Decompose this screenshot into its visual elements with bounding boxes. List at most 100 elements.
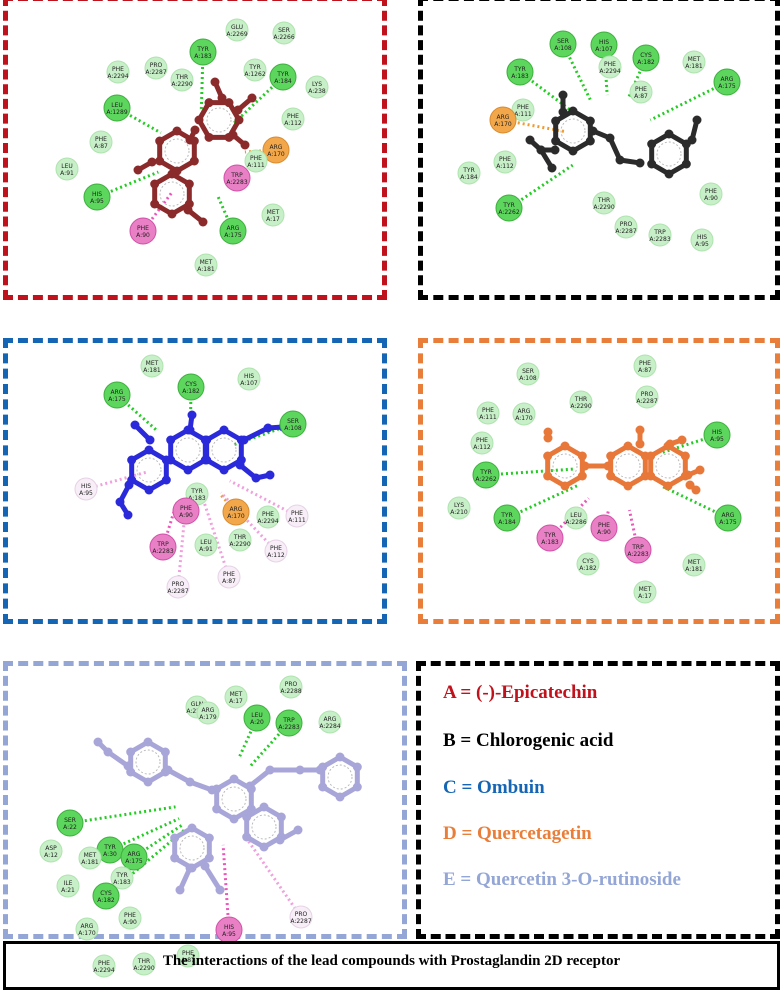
residue-id: A:210 (450, 509, 468, 516)
residue-id: A:90 (179, 512, 193, 519)
residue-name: PHE (270, 545, 282, 552)
residue-name: LYS (454, 502, 464, 509)
residue-name: ILE (64, 880, 73, 887)
residue-name: TRP (631, 544, 644, 551)
ligand-c (115, 410, 288, 520)
residue-id: A:181 (197, 266, 215, 273)
residue-id: A:2283 (278, 724, 299, 731)
residue-id: A:30 (103, 851, 117, 858)
residue-id: A:91 (199, 546, 213, 553)
residue-id: A:184 (460, 174, 478, 181)
interaction-bond (141, 190, 175, 232)
residue-name: TYR (276, 71, 289, 78)
residue-name: ARG (128, 851, 141, 858)
residue-id: A:2287 (145, 69, 166, 76)
residue-id: A:95 (90, 198, 104, 205)
residue-id: A:2294 (93, 967, 114, 974)
residue-name: TYR (513, 66, 526, 73)
residue-id: A:2287 (615, 228, 636, 235)
residue-name: ARG (324, 716, 337, 723)
legend-entry-b: B = Chlorogenic acid (443, 730, 614, 751)
interaction-bond (116, 393, 158, 432)
residue-id: A:170 (227, 513, 245, 520)
residue-id: A:183 (188, 495, 206, 502)
residue-id: A:2262 (475, 476, 496, 483)
residue-name: GLN (191, 701, 203, 708)
residue-name: PRO (641, 391, 654, 398)
legend-entry-c: C = Ombuin (443, 777, 545, 798)
residue-name: PHE (124, 912, 136, 919)
residue-name: PRO (620, 221, 633, 228)
residue-id: A:17 (229, 698, 243, 705)
residue-id: A:2294 (107, 73, 128, 80)
ligand-b (525, 90, 702, 179)
residue-name: SER (278, 27, 290, 34)
residue-id: A:112 (267, 552, 285, 559)
residue-id: A:2287 (636, 398, 657, 405)
residue-name: PRO (285, 681, 298, 688)
residue-id: A:181 (81, 859, 99, 866)
residue-id: A:183 (194, 53, 212, 60)
residue-name: LEU (200, 539, 212, 546)
residue-name: PHE (517, 104, 529, 111)
residue-name: PHE (635, 86, 647, 93)
residue-name: PHE (250, 155, 262, 162)
residue-name: PHE (639, 360, 651, 367)
residue-id: A:2283 (226, 179, 247, 186)
residue-name: PHE (223, 571, 235, 578)
residue-name: PHE (291, 510, 303, 517)
residue-name: TYR (190, 488, 203, 495)
residue-id: A:175 (718, 83, 736, 90)
interaction-bond (649, 80, 728, 122)
residue-id: A:170 (494, 121, 512, 128)
residue-id: A:2290 (229, 541, 250, 548)
residue-id: A:87 (634, 93, 648, 100)
residue-id: A:111 (247, 162, 265, 169)
residue-name: THR (175, 74, 188, 81)
residue-id: A:108 (284, 425, 302, 432)
residue-id: A:175 (224, 232, 242, 239)
residue-name: THR (597, 197, 610, 204)
residue-id: A:107 (595, 46, 613, 53)
interaction-bond (116, 106, 162, 135)
residue-id: A:2283 (627, 551, 648, 558)
residue-name: TRP (230, 172, 243, 179)
residue-name: TYR (115, 872, 128, 879)
residue-id: A:90 (704, 195, 718, 202)
residue-id: A:95 (222, 931, 236, 938)
residue-id: A:12 (44, 852, 58, 859)
residue-name: HIS (92, 191, 102, 198)
ligand-e (93, 737, 362, 895)
